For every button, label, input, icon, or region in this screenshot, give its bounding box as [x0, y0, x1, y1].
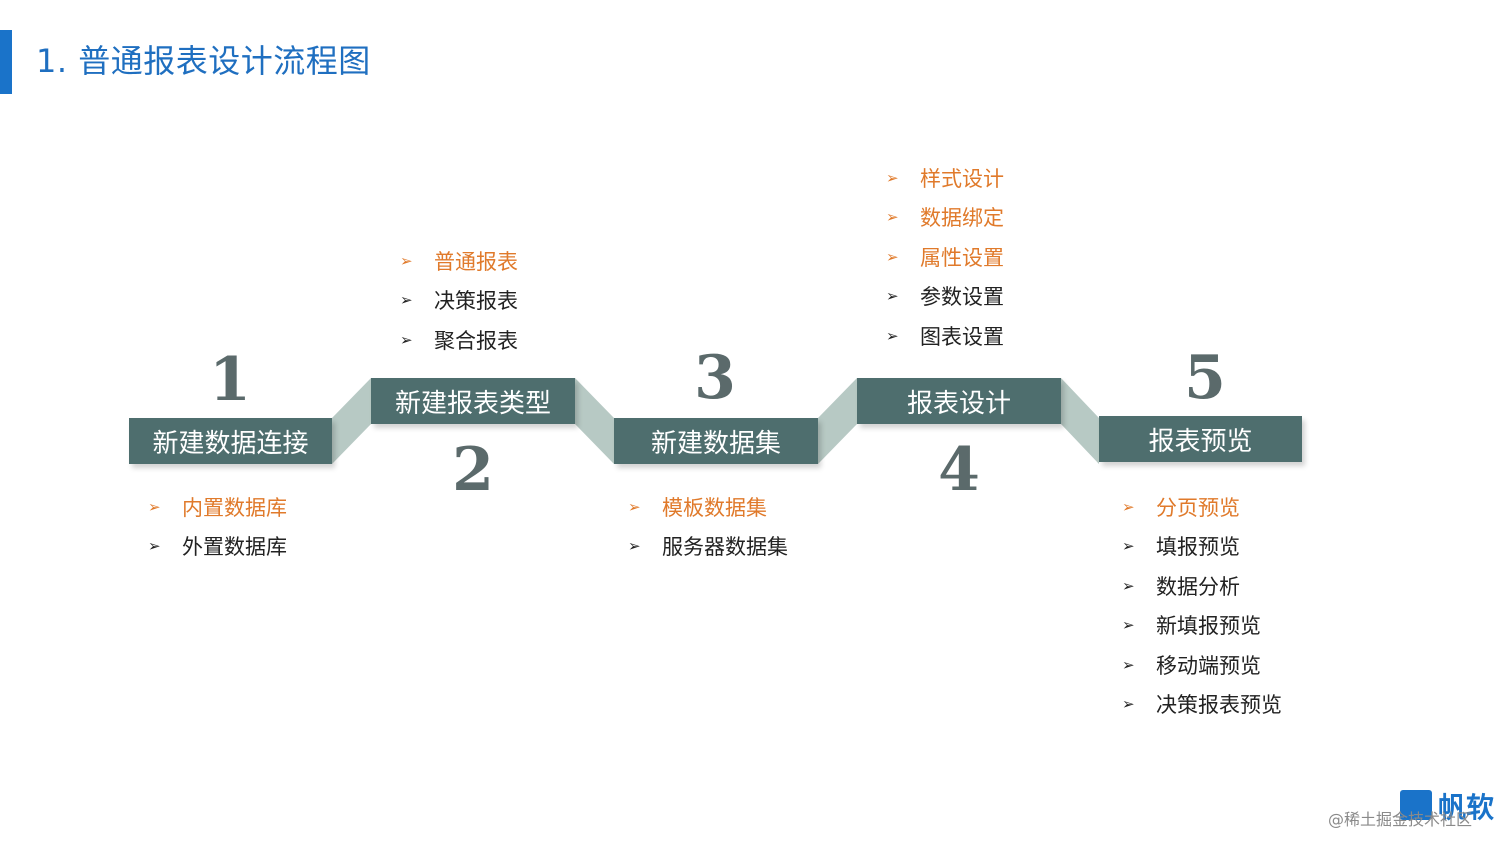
connector-1-2 [332, 378, 371, 464]
list-item: ➢ 属性设置 [886, 237, 1004, 277]
list-item-label: 新填报预览 [1156, 614, 1261, 639]
list-item-label: 内置数据库 [182, 495, 287, 520]
arrow-bullet-icon: ➢ [148, 537, 161, 556]
logo-mark-icon [1400, 790, 1432, 820]
connector-2-3 [575, 378, 614, 464]
list-item-label: 填报预览 [1156, 535, 1240, 560]
step-1-box: 新建数据连接 [129, 418, 332, 464]
arrow-bullet-icon: ➢ [886, 208, 899, 227]
connector-4-5 [1061, 378, 1099, 464]
list-item-label: 决策报表 [434, 289, 518, 314]
step-1-number: 1 [209, 345, 251, 415]
step-1-label: 新建数据连接 [152, 428, 309, 459]
list-item-label: 参数设置 [920, 285, 1004, 310]
arrow-bullet-icon: ➢ [400, 251, 413, 270]
list-item: ➢ 数据绑定 [886, 198, 1004, 238]
arrow-bullet-icon: ➢ [886, 247, 899, 266]
arrow-bullet-icon: ➢ [400, 291, 413, 310]
list-item-label: 移动端预览 [1156, 653, 1261, 678]
list-item-label: 外置数据库 [182, 535, 287, 560]
list-item: ➢ 新填报预览 [1122, 606, 1282, 646]
list-item-label: 样式设计 [920, 166, 1004, 191]
arrow-bullet-icon: ➢ [1122, 695, 1135, 714]
list-item: ➢ 移动端预览 [1122, 645, 1282, 685]
step-3-number: 3 [694, 343, 736, 413]
list-item-label: 模板数据集 [662, 495, 767, 520]
list-item: ➢ 参数设置 [886, 277, 1004, 317]
step-5-box: 报表预览 [1099, 416, 1302, 462]
list-item: ➢ 分页预览 [1122, 487, 1282, 527]
list-item: ➢ 聚合报表 [400, 320, 518, 360]
list-item-label: 分页预览 [1156, 495, 1240, 520]
page-title: 1. 普通报表设计流程图 [36, 42, 371, 80]
arrow-bullet-icon: ➢ [628, 537, 641, 556]
arrow-bullet-icon: ➢ [1122, 655, 1135, 674]
watermark: @稀土掘金技术社区 [1328, 810, 1473, 829]
arrow-bullet-icon: ➢ [148, 497, 161, 516]
list-item: ➢ 内置数据库 [148, 487, 287, 527]
step-5-number: 5 [1184, 343, 1226, 413]
company-logo: 帆软 [1400, 782, 1500, 832]
list-item: ➢ 服务器数据集 [628, 527, 788, 567]
list-item-label: 普通报表 [434, 249, 518, 274]
list-item-label: 服务器数据集 [662, 535, 788, 560]
list-item-label: 数据分析 [1156, 574, 1240, 599]
list-item-label: 聚合报表 [434, 328, 518, 353]
arrow-bullet-icon: ➢ [1122, 576, 1135, 595]
step-4-options: ➢ 样式设计 ➢ 数据绑定 ➢ 属性设置 ➢ 参数设置 ➢ 图表设置 [886, 158, 1004, 356]
step-5-options: ➢ 分页预览 ➢ 填报预览 ➢ 数据分析 ➢ 新填报预览 ➢ 移动端预览 ➢ 决策报表预览 [1122, 487, 1282, 724]
list-item: ➢ 样式设计 [886, 158, 1004, 198]
arrow-bullet-icon: ➢ [886, 326, 899, 345]
list-item: ➢ 填报预览 [1122, 527, 1282, 567]
list-item-label: 决策报表预览 [1156, 693, 1282, 718]
title-accent-bar [0, 30, 12, 94]
arrow-bullet-icon: ➢ [886, 168, 899, 187]
step-3-label: 新建数据集 [650, 428, 781, 459]
list-item: ➢ 决策报表 [400, 281, 518, 321]
step-2-options: ➢ 普通报表 ➢ 决策报表 ➢ 聚合报表 [400, 241, 518, 360]
list-item-label: 数据绑定 [920, 206, 1004, 231]
list-item-label: 图表设置 [920, 324, 1004, 349]
list-item: ➢ 外置数据库 [148, 527, 287, 567]
step-5-label: 报表预览 [1148, 426, 1253, 457]
arrow-bullet-icon: ➢ [1122, 616, 1135, 635]
step-3-box: 新建数据集 [614, 418, 818, 464]
step-4-number: 4 [938, 435, 980, 505]
list-item: ➢ 普通报表 [400, 241, 518, 281]
connector-3-4 [818, 378, 857, 464]
list-item: ➢ 图表设置 [886, 316, 1004, 356]
logo-text: 帆软 [1438, 791, 1495, 824]
step-1-options: ➢ 内置数据库 ➢ 外置数据库 [148, 487, 287, 566]
step-4-label: 报表设计 [906, 388, 1011, 419]
arrow-bullet-icon: ➢ [1122, 537, 1135, 556]
list-item: ➢ 数据分析 [1122, 566, 1282, 606]
list-item: ➢ 决策报表预览 [1122, 685, 1282, 725]
step-2-box: 新建报表类型 [371, 378, 575, 424]
step-2-label: 新建报表类型 [394, 388, 551, 419]
step-2-number: 2 [452, 435, 494, 505]
arrow-bullet-icon: ➢ [1122, 497, 1135, 516]
arrow-bullet-icon: ➢ [886, 287, 899, 306]
list-item-label: 属性设置 [920, 245, 1004, 270]
list-item: ➢ 模板数据集 [628, 487, 788, 527]
arrow-bullet-icon: ➢ [400, 330, 413, 349]
step-4-box: 报表设计 [857, 378, 1061, 424]
arrow-bullet-icon: ➢ [628, 497, 641, 516]
step-3-options: ➢ 模板数据集 ➢ 服务器数据集 [628, 487, 788, 566]
